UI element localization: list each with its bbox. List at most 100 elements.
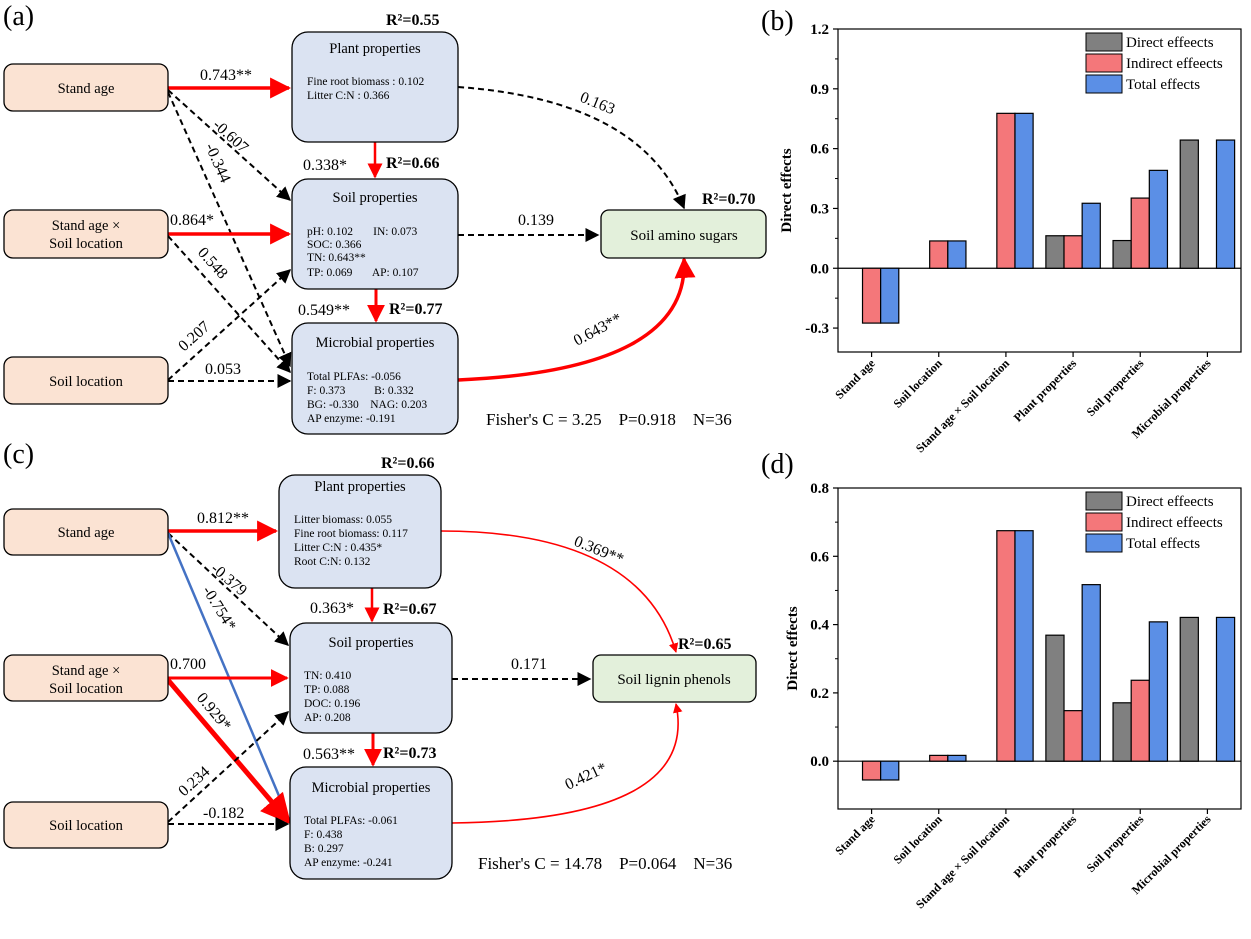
coef-stand-age-plant: 0.812** bbox=[197, 510, 249, 527]
bar bbox=[1148, 621, 1169, 762]
target-label: Soil lignin phenols bbox=[617, 672, 731, 688]
panel-label-a: (a) bbox=[3, 1, 35, 32]
microbial-line: F: 0.373 B: 0.332 bbox=[307, 385, 414, 397]
microbial-title: Microbial properties bbox=[312, 780, 431, 796]
panel-a-diagram: Stand age Stand age × Soil location Soil… bbox=[3, 12, 767, 435]
bar bbox=[1112, 702, 1132, 762]
bar bbox=[929, 240, 949, 269]
bar bbox=[947, 240, 967, 269]
path-soil-location-to-soil bbox=[167, 711, 290, 823]
r2-target: R²=0.65 bbox=[678, 636, 731, 653]
legend-entry: Direct effeects bbox=[1126, 35, 1214, 51]
x-tick-label: Soil location bbox=[890, 356, 945, 411]
panel-c-paths bbox=[166, 520, 683, 831]
bar bbox=[1148, 169, 1169, 269]
y-tick-label: 0.0 bbox=[810, 261, 829, 277]
panel-a-plant-box: Plant properties Fine root biomass : 0.1… bbox=[291, 31, 459, 143]
path-interaction-to-microbial bbox=[167, 235, 291, 374]
legend-entry: Total effects bbox=[1126, 77, 1200, 93]
microbial-line: B: 0.297 bbox=[304, 843, 344, 855]
path-stand-age-to-soil bbox=[167, 89, 292, 201]
y-axis-label: Direct effects bbox=[785, 606, 801, 690]
panel-c-target: Soil lignin phenols bbox=[592, 654, 757, 703]
path-soil-location-to-soil bbox=[167, 269, 292, 381]
soil-line: TN: 0.410 bbox=[304, 670, 352, 682]
interaction-label-line2: Soil location bbox=[49, 681, 123, 697]
bar bbox=[1130, 679, 1150, 762]
microbial-title: Microbial properties bbox=[316, 335, 435, 351]
target-label: Soil amino sugars bbox=[630, 228, 738, 244]
bar bbox=[1179, 616, 1199, 762]
bar bbox=[1063, 235, 1083, 269]
bar bbox=[929, 754, 949, 762]
microbial-line: BG: -0.330 NAG: 0.203 bbox=[307, 399, 427, 411]
panel-a-microbial-box: Microbial properties Total PLFAs: -0.056… bbox=[291, 322, 459, 435]
interaction-label-line1: Stand age × bbox=[52, 663, 121, 679]
plot-frame bbox=[837, 28, 1242, 353]
r2-soil: R²=0.67 bbox=[383, 601, 436, 618]
x-tick-label: Soil properties bbox=[1084, 356, 1147, 419]
r2-plant: R²=0.55 bbox=[386, 12, 439, 29]
soil-line: AP: 0.208 bbox=[304, 712, 351, 724]
y-tick-label: 0.4 bbox=[810, 618, 829, 634]
interaction-label-line2: Soil location bbox=[49, 236, 123, 252]
soil-line: pH: 0.102 IN: 0.073 bbox=[307, 226, 417, 238]
microbial-line: Total PLFAs: -0.061 bbox=[304, 815, 398, 827]
x-tick-label: Plant properties bbox=[1011, 812, 1080, 881]
coef-soil-location-microbial: 0.053 bbox=[205, 361, 241, 378]
coef-soil-location-microbial: -0.182 bbox=[203, 805, 244, 822]
legend-entry: Indirect effeects bbox=[1126, 56, 1223, 72]
bar bbox=[1179, 139, 1199, 269]
x-tick-label: Stand age bbox=[832, 812, 878, 858]
microbial-line: Total PLFAs: -0.056 bbox=[307, 371, 401, 383]
soil-line: TP: 0.088 bbox=[304, 684, 350, 696]
interaction-box bbox=[3, 209, 169, 259]
y-tick-label: 0.6 bbox=[810, 142, 829, 158]
panel-a-soil-box: Soil properties pH: 0.102 IN: 0.073 SOC:… bbox=[291, 178, 459, 290]
model-fit-stats-a: Fisher's C = 3.25 P=0.918 N=36 bbox=[486, 410, 732, 429]
coef-soil-target: 0.139 bbox=[518, 212, 554, 229]
plot-frame bbox=[837, 487, 1242, 810]
stand-age-label: Stand age bbox=[58, 525, 115, 541]
legend-swatch bbox=[1085, 32, 1123, 52]
r2-target: R²=0.70 bbox=[702, 191, 755, 208]
panel-c-soil-box: Soil properties TN: 0.410 TP: 0.088 DOC:… bbox=[289, 622, 453, 734]
model-fit-stats-c: Fisher's C = 14.78 P=0.064 N=36 bbox=[478, 854, 733, 873]
soil-line: SOC: 0.366 bbox=[307, 239, 362, 251]
coef-stand-age-plant: 0.743** bbox=[200, 67, 252, 84]
soil-title: Soil properties bbox=[333, 190, 418, 206]
bar bbox=[1045, 634, 1065, 762]
soil-location-label: Soil location bbox=[49, 374, 123, 390]
panel-a-sources: Stand age Stand age × Soil location Soil… bbox=[3, 63, 169, 405]
coef-soil-target: 0.171 bbox=[511, 656, 547, 673]
soil-line: TN: 0.643** bbox=[307, 252, 366, 264]
r2-microbial: R²=0.73 bbox=[383, 745, 436, 762]
path-microbial-to-target bbox=[451, 703, 683, 824]
plant-line: Litter C:N : 0.366 bbox=[307, 90, 390, 102]
coef-soil-microbial: 0.563** bbox=[303, 746, 355, 763]
soil-title: Soil properties bbox=[329, 635, 414, 651]
plant-line: Fine root biomass: 0.117 bbox=[294, 528, 408, 540]
x-tick-label: Soil location bbox=[890, 812, 945, 867]
legend-entry: Total effects bbox=[1126, 536, 1200, 552]
coef-interaction-soil: 0.864* bbox=[170, 212, 214, 229]
stand-age-box bbox=[3, 63, 169, 112]
bar bbox=[996, 112, 1016, 269]
x-tick-label: Plant properties bbox=[1011, 356, 1080, 425]
bar bbox=[1112, 239, 1132, 269]
legend-swatch bbox=[1085, 512, 1123, 532]
y-tick-label: 0.2 bbox=[810, 686, 829, 702]
panel-a-paths bbox=[167, 77, 696, 388]
legend-swatch bbox=[1085, 491, 1123, 511]
panel-c-sources: Stand age Stand age × Soil location Soil… bbox=[3, 508, 169, 849]
y-tick-label: 0.3 bbox=[810, 201, 829, 217]
y-tick-label: -0.3 bbox=[805, 321, 829, 337]
legend-entry: Indirect effeects bbox=[1126, 515, 1223, 531]
soil-line: DOC: 0.196 bbox=[304, 698, 360, 710]
y-axis-label: Direct effects bbox=[779, 148, 795, 232]
interaction-box bbox=[3, 654, 169, 702]
plant-line: Litter biomass: 0.055 bbox=[294, 514, 392, 526]
microbial-line: AP enzyme: -0.191 bbox=[307, 413, 396, 425]
bar bbox=[880, 267, 900, 324]
